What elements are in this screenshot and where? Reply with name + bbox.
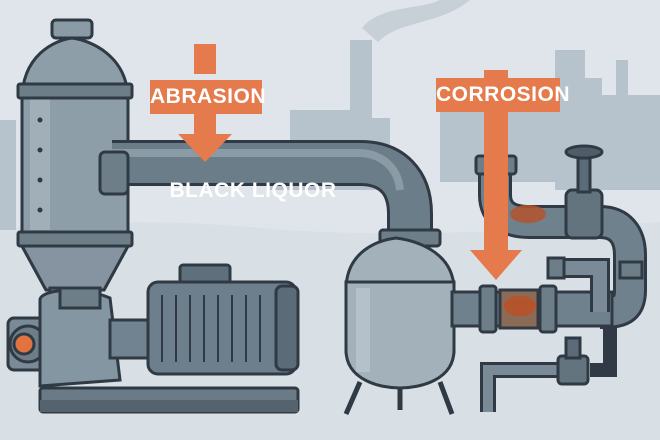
black-liquor-pipe [98, 140, 442, 248]
corrosion-arrow-icon [470, 70, 522, 280]
pump-assembly [6, 263, 300, 388]
abrasion-label: ABRASION [150, 80, 266, 114]
receiving-vessel [343, 236, 456, 416]
smoke-icon [362, 0, 470, 42]
pump-motor-icon [146, 263, 300, 376]
black-liquor-label: BLACK LIQUOR [169, 179, 337, 202]
storage-tank [16, 18, 134, 306]
drain-valve [480, 326, 617, 412]
valve-wheel-icon [564, 144, 604, 240]
corrosion-label: CORROSION [436, 78, 570, 112]
abrasion-arrow-icon [178, 44, 232, 162]
